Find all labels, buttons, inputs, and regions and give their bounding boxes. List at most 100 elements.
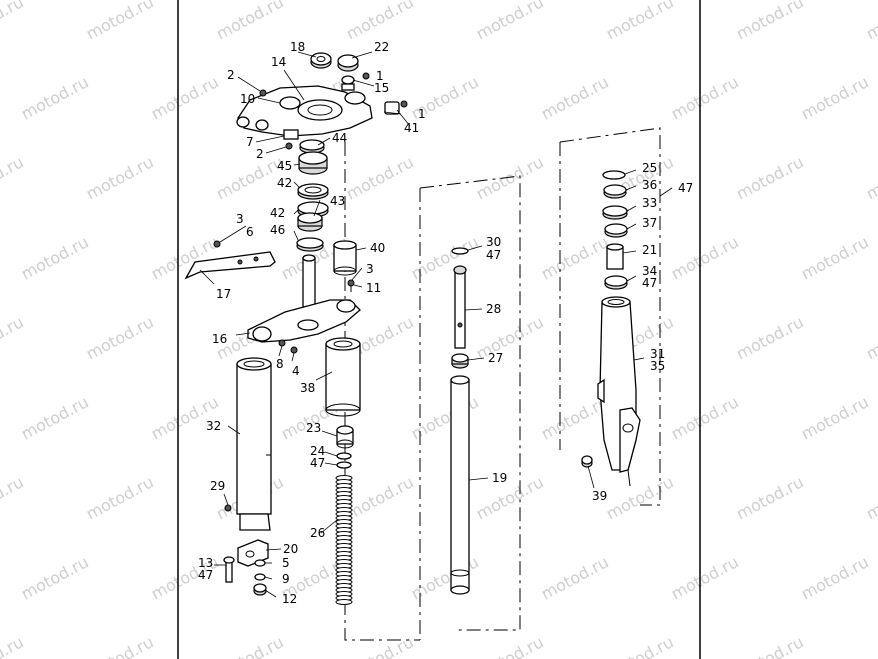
watermark-text: motod.ru: [148, 72, 222, 123]
watermark-text: motod.ru: [863, 312, 878, 363]
watermark-text: motod.ru: [538, 232, 612, 283]
watermark-text: motod.ru: [213, 152, 287, 203]
watermark-text: motod.ru: [18, 392, 92, 443]
callout-12: 12: [282, 592, 297, 606]
damper-rod-28: [453, 265, 467, 349]
callout-26: 26: [310, 526, 325, 540]
watermark-text: motod.ru: [538, 72, 612, 123]
watermark-text: motod.ru: [83, 152, 157, 203]
callout-11: 11: [366, 281, 381, 295]
oring-24: [336, 452, 352, 469]
watermark-text: motod.ru: [668, 392, 742, 443]
fork-tube-19: [450, 375, 470, 595]
spring-26: [335, 475, 353, 605]
callout-7: 7: [246, 135, 254, 149]
callout-1a: 1: [376, 69, 384, 83]
leader-lines: [199, 51, 673, 598]
callout-43: 43: [330, 194, 345, 208]
callout-45: 45: [277, 159, 292, 173]
seal-46: [296, 237, 324, 252]
watermark-text: motod.ru: [83, 472, 157, 523]
callout-13: 13: [198, 556, 213, 570]
watermark-text: motod.ru: [213, 0, 287, 44]
sleeve-40: [333, 240, 357, 276]
callout-47b: 47: [198, 568, 213, 582]
callout-2b: 2: [256, 147, 264, 161]
deflector-17: [184, 251, 276, 280]
callout-23: 23: [306, 421, 321, 435]
watermark-text: motod.ru: [343, 152, 417, 203]
screw-29: [224, 504, 232, 512]
seal-44: [299, 139, 325, 154]
watermark-text: motod.ru: [733, 312, 807, 363]
callout-44: 44: [332, 131, 347, 145]
watermark-text: motod.ru: [668, 552, 742, 603]
cover-38: [325, 337, 361, 417]
watermark-text: motod.ru: [603, 0, 677, 44]
watermark-text: motod.ru: [473, 312, 547, 363]
watermark-text: motod.ru: [148, 232, 222, 283]
watermark-text: motod.ru: [863, 152, 878, 203]
watermark-text: motod.ru: [0, 472, 27, 523]
watermark-text: motod.ru: [733, 472, 807, 523]
callout-36: 36: [642, 178, 657, 192]
callout-18: 18: [290, 40, 305, 54]
watermark-text: motod.ru: [473, 152, 547, 203]
watermark-text: motod.ru: [668, 232, 742, 283]
cap-22: [337, 54, 359, 72]
watermark-text: motod.ru: [798, 232, 872, 283]
callout-27: 27: [488, 351, 503, 365]
callout-40: 40: [370, 241, 385, 255]
watermark-text: motod.ru: [0, 0, 27, 44]
watermark-text: motod.ru: [863, 0, 878, 44]
callout-14: 14: [271, 55, 286, 69]
watermark-text: motod.ru: [83, 0, 157, 44]
bearing-43: [297, 212, 323, 232]
callout-15: 15: [374, 81, 389, 95]
callout-31: 31: [650, 347, 665, 361]
callout-47a: 47: [310, 456, 325, 470]
washer-33: [602, 205, 628, 220]
callout-20: 20: [283, 542, 298, 556]
callout-3a: 3: [236, 212, 244, 226]
watermark-text: motod.ru: [408, 552, 482, 603]
watermark-text: motod.ru: [798, 552, 872, 603]
lower-fork-bracket: [247, 299, 361, 343]
callout-19: 19: [492, 471, 507, 485]
callout-1b: 1: [418, 107, 426, 121]
screw-6: [213, 240, 221, 248]
clip-7: [283, 129, 299, 150]
callout-22: 22: [374, 40, 389, 54]
watermark-text: motod.ru: [473, 0, 547, 44]
callout-37: 37: [642, 216, 657, 230]
oring-30: [451, 247, 469, 255]
watermark-text: motod.ru: [213, 632, 287, 659]
callout-33: 33: [642, 196, 657, 210]
watermark-text: motod.ru: [0, 152, 27, 203]
watermark-text: motod.ru: [603, 472, 677, 523]
callout-5: 5: [282, 556, 290, 570]
callout-41: 41: [404, 121, 419, 135]
watermark-text: motod.ru: [18, 72, 92, 123]
group-outline-middle: [419, 175, 521, 640]
callout-32: 32: [206, 419, 221, 433]
watermark-text: motod.ru: [343, 472, 417, 523]
callout-16: 16: [212, 332, 227, 346]
fork-slider-31: [597, 296, 641, 487]
bushing-21: [606, 243, 624, 270]
screws-top: [259, 72, 408, 115]
seal-34: [604, 275, 628, 290]
callout-3b: 3: [366, 262, 374, 276]
callout-38: 38: [300, 381, 315, 395]
watermark-text: motod.ru: [83, 312, 157, 363]
watermark-text: motod.ru: [733, 0, 807, 44]
washer-15: [341, 75, 355, 91]
callout-24: 24: [310, 444, 325, 458]
watermark-text: motod.ru: [83, 632, 157, 659]
callout-10: 10: [240, 92, 255, 106]
callout-47e: 47: [642, 276, 657, 290]
callout-2a: 2: [227, 68, 235, 82]
watermark-text: motod.ru: [473, 632, 547, 659]
upper-fork-bracket: [236, 85, 373, 137]
